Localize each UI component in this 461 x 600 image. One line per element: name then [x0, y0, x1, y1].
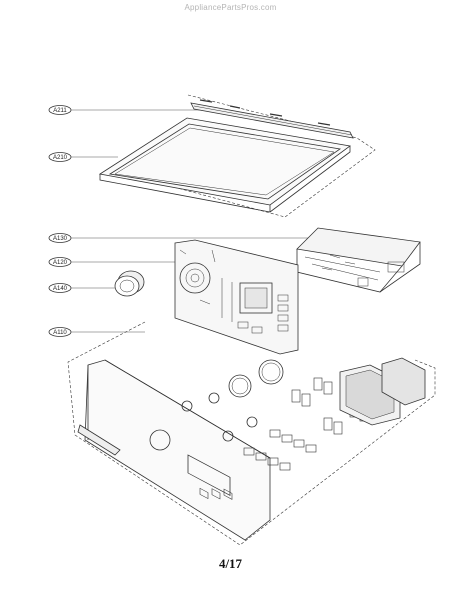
knob-a140	[114, 270, 145, 297]
control-pcb-a120	[174, 239, 299, 355]
hinge-strip-a211	[190, 99, 354, 139]
callout-a130[interactable]: A130	[48, 233, 330, 243]
pcb-cover-a130	[296, 227, 421, 293]
callout-a140-label: A140	[53, 286, 68, 292]
callout-a120[interactable]: A120	[48, 257, 176, 267]
top-cover-assembly	[98, 94, 376, 218]
button-cluster-left	[243, 429, 317, 471]
callout-a211[interactable]: A211	[48, 105, 200, 115]
control-panel-assembly-a110	[67, 321, 436, 546]
cover-frame-a210	[98, 117, 351, 213]
callout-a140[interactable]: A140	[48, 283, 115, 293]
callout-a110[interactable]: A110	[48, 327, 145, 337]
callout-a110-label: A110	[53, 330, 67, 336]
callout-a120-label: A120	[53, 260, 68, 266]
watermark-text: AppliancePartsPros.com	[184, 3, 277, 12]
callout-a211-label: A211	[53, 108, 67, 114]
page-number: 4/17	[218, 556, 243, 571]
callout-a210-label: A210	[53, 155, 68, 161]
callout-a210[interactable]: A210	[48, 152, 118, 162]
callout-a130-label: A130	[53, 236, 68, 242]
